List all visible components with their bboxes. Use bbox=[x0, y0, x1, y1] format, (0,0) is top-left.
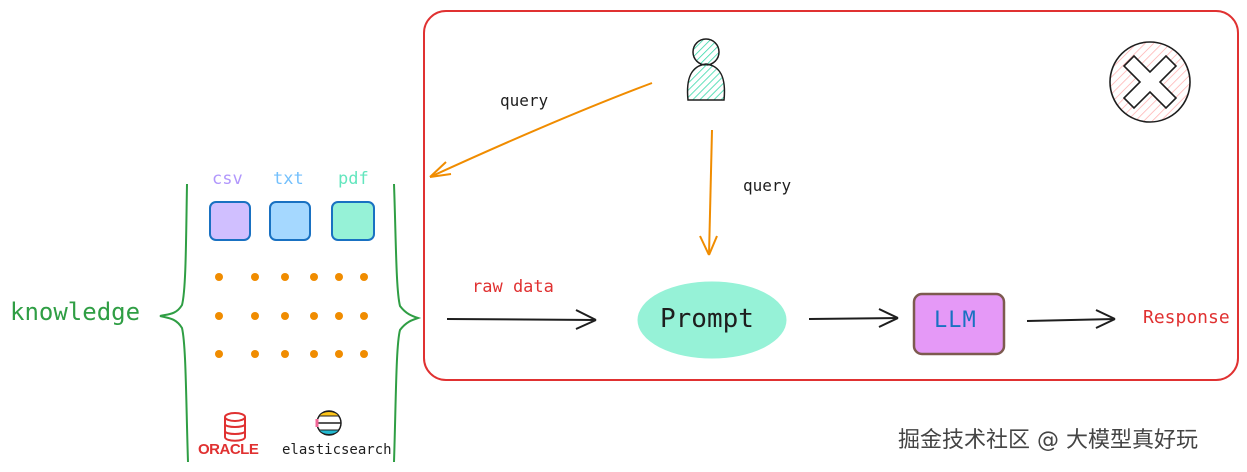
user-icon bbox=[686, 38, 726, 101]
elasticsearch-logo: elasticsearch bbox=[282, 442, 392, 458]
knowledge-brace-left bbox=[159, 183, 189, 463]
knowledge-label: knowledge bbox=[10, 298, 141, 326]
query-arrow-down bbox=[699, 129, 718, 256]
prompt-to-llm-arrow bbox=[808, 308, 899, 328]
llm-node bbox=[912, 292, 1006, 356]
elasticsearch-icon bbox=[315, 410, 342, 436]
database-icon bbox=[224, 412, 246, 442]
query-label-down: query bbox=[743, 176, 792, 195]
llm-to-response-arrow bbox=[1026, 309, 1116, 329]
csv-file-box bbox=[209, 201, 251, 241]
system-frame bbox=[423, 10, 1239, 381]
pdf-label: pdf bbox=[338, 169, 369, 189]
pdf-file-box bbox=[331, 201, 375, 241]
knowledge-dots bbox=[215, 273, 368, 358]
txt-label: txt bbox=[273, 169, 304, 189]
query-label-left: query bbox=[500, 91, 549, 110]
watermark: 掘金技术社区 @ 大模型真好玩 bbox=[898, 428, 1198, 453]
knowledge-brace-right bbox=[393, 183, 422, 463]
prompt-label: Prompt bbox=[660, 304, 754, 334]
llm-label: LLM bbox=[934, 308, 977, 333]
csv-label: csv bbox=[212, 169, 243, 189]
raw-data-arrow bbox=[446, 309, 597, 330]
prompt-node bbox=[637, 281, 787, 359]
raw-data-label: raw data bbox=[472, 277, 554, 297]
close-icon bbox=[1109, 41, 1191, 123]
response-label: Response bbox=[1143, 307, 1230, 328]
oracle-logo: ORACLE bbox=[198, 441, 259, 458]
query-arrow-left bbox=[429, 82, 653, 178]
txt-file-box bbox=[269, 201, 311, 241]
